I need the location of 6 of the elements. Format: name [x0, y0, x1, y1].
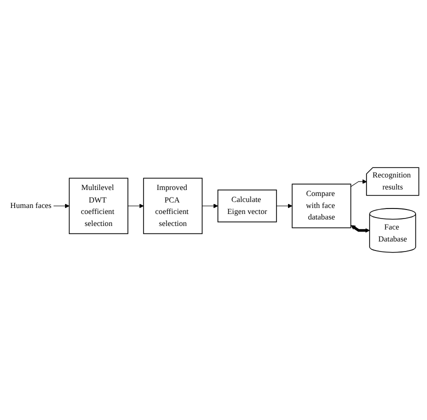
arrow: [53, 204, 70, 208]
arrow: [350, 225, 370, 233]
arrow: [276, 204, 292, 208]
arrow: [350, 179, 367, 187]
arrow: [202, 204, 218, 208]
arrow: [128, 204, 144, 208]
